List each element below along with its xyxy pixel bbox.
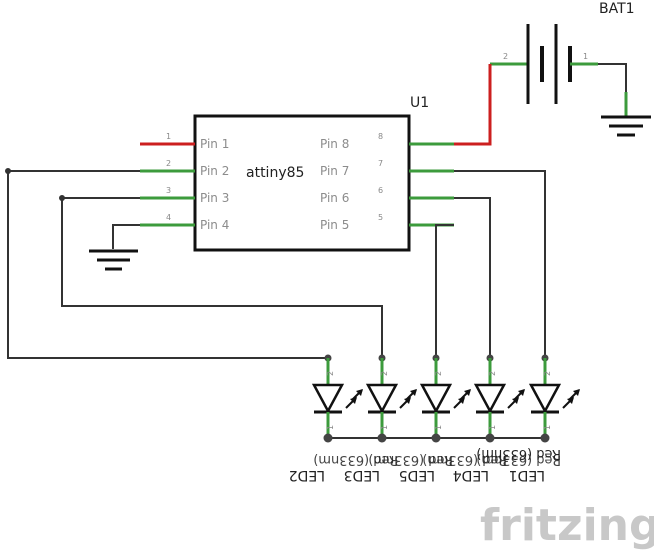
light-arrowhead-icon bbox=[356, 389, 363, 396]
led-ref-label: LED5 bbox=[399, 467, 435, 483]
wire-pin2-led2[interactable] bbox=[7, 170, 328, 359]
led-pin-number: 1 bbox=[380, 425, 389, 430]
led-cathode-node bbox=[377, 433, 387, 443]
chip-pin-name: Pin 3 bbox=[200, 191, 229, 205]
wire-junction bbox=[59, 195, 65, 201]
chip-pin-name: Pin 1 bbox=[200, 137, 229, 151]
diode-triangle-icon bbox=[419, 383, 453, 414]
led-value-label: Red (633nm) bbox=[476, 452, 561, 467]
wire-pin3-led3[interactable] bbox=[61, 197, 383, 358]
light-arrowhead-icon bbox=[458, 397, 465, 404]
led-cathode-node bbox=[540, 433, 550, 443]
chip-pin-name: Pin 8 bbox=[320, 137, 349, 151]
led-pin-number: 1 bbox=[488, 425, 497, 430]
light-arrowhead-icon bbox=[410, 389, 417, 396]
led-led2[interactable]: 21 bbox=[311, 354, 363, 443]
led-led1[interactable]: 21 bbox=[528, 354, 580, 443]
chip-pin-number: 1 bbox=[166, 132, 171, 141]
led-pin-number: 1 bbox=[543, 425, 552, 430]
led-pin-number: 2 bbox=[434, 371, 443, 376]
light-arrowhead-icon bbox=[567, 397, 574, 404]
led-ref-label: LED4 bbox=[453, 467, 489, 483]
light-arrowhead-icon bbox=[573, 389, 580, 396]
chip-pin-number: 2 bbox=[166, 159, 171, 168]
led-pin-number: 2 bbox=[380, 371, 389, 376]
chip-u1[interactable]: U1 attiny85 1 2 3 4 Pin 1 Pin 2 Pin 3 Pi… bbox=[140, 95, 454, 252]
light-arrowhead-icon bbox=[350, 397, 357, 404]
battery-ground-wire[interactable] bbox=[598, 63, 627, 92]
light-arrowhead-icon bbox=[518, 389, 525, 396]
chip-part-label: attiny85 bbox=[246, 165, 304, 181]
battery-bat1[interactable]: BAT1 2 1 bbox=[490, 1, 651, 137]
chip-pin-number: 4 bbox=[166, 213, 171, 222]
diode-triangle-icon bbox=[528, 383, 562, 414]
led-led4[interactable]: 21 bbox=[473, 354, 525, 443]
power-wire[interactable] bbox=[454, 64, 492, 146]
led-value-label: Red (633nm) bbox=[422, 452, 507, 467]
led-led5[interactable]: 21 bbox=[419, 354, 471, 443]
led-value-label: Red (633nm) bbox=[313, 452, 398, 467]
chip-pin-name: Pin 5 bbox=[320, 218, 349, 232]
led-cathode-node bbox=[485, 433, 495, 443]
battery-pin2-number: 2 bbox=[503, 52, 508, 61]
led-ref-label: LED2 bbox=[289, 467, 325, 483]
chip-pin-name: Pin 6 bbox=[320, 191, 349, 205]
wire-junction bbox=[5, 168, 11, 174]
light-arrowhead-icon bbox=[512, 397, 519, 404]
wire-pin6-led4[interactable] bbox=[454, 197, 491, 358]
led-value-label-group: Red (633nm) Red (633nm) Red (633nm) Red … bbox=[313, 446, 561, 467]
led-led3[interactable]: 21 bbox=[365, 354, 417, 443]
led-pin-number: 2 bbox=[543, 371, 552, 376]
diode-triangle-icon bbox=[365, 383, 399, 414]
led-value-label: Red (633nm) bbox=[368, 452, 453, 467]
ground-symbol-icon bbox=[89, 249, 138, 271]
chip-pin-number: 8 bbox=[378, 132, 383, 141]
chip-ref-label: U1 bbox=[410, 95, 429, 111]
chip-pin-number: 6 bbox=[378, 186, 383, 195]
led-pin-number: 2 bbox=[488, 371, 497, 376]
ground-symbol-icon bbox=[601, 115, 651, 137]
led-ref-label-group: LED1 LED4 LED5 LED3 LED2 bbox=[289, 467, 545, 483]
led-pin-number: 1 bbox=[326, 425, 335, 430]
led-cathode-node bbox=[323, 433, 333, 443]
battery-pin1-number: 1 bbox=[583, 52, 588, 61]
led-pin-number: 1 bbox=[434, 425, 443, 430]
diode-triangle-icon bbox=[311, 383, 345, 414]
light-arrowhead-icon bbox=[464, 389, 471, 396]
led-cathode-node bbox=[431, 433, 441, 443]
led-value-label: Red (633nm) bbox=[476, 446, 561, 461]
led-pin-number: 2 bbox=[326, 371, 335, 376]
wire-pin5-led5[interactable] bbox=[435, 224, 454, 358]
wire-pin4-ground[interactable] bbox=[112, 224, 140, 249]
led-ref-label: LED1 bbox=[509, 467, 545, 483]
wire-pin7-led1[interactable] bbox=[454, 170, 546, 358]
chip-pin-number: 3 bbox=[166, 186, 171, 195]
chip-pin-name: Pin 4 bbox=[200, 218, 229, 232]
chip-pin-name: Pin 7 bbox=[320, 164, 349, 178]
fritzing-logo: fritzing bbox=[480, 500, 654, 551]
chip-pin-number: 5 bbox=[378, 213, 383, 222]
led-ref-label: LED3 bbox=[344, 467, 380, 483]
chip-pin-name: Pin 2 bbox=[200, 164, 229, 178]
light-arrowhead-icon bbox=[404, 397, 411, 404]
battery-ref-label: BAT1 bbox=[599, 1, 635, 17]
chip-body bbox=[193, 114, 411, 252]
chip-pin-number: 7 bbox=[378, 159, 383, 168]
diode-triangle-icon bbox=[473, 383, 507, 414]
